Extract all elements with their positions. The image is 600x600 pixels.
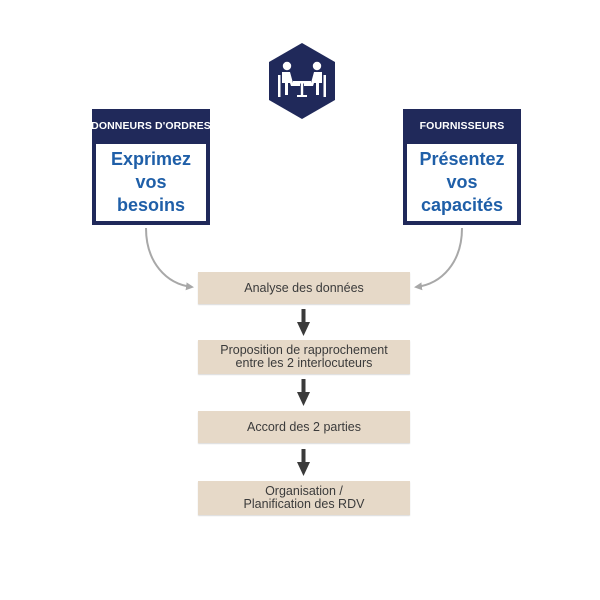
- step-analyse-label: Analyse des données: [244, 280, 364, 295]
- donneurs-header: DONNEURS D'ORDRES: [91, 120, 211, 132]
- left-curved-connector: [145, 227, 194, 291]
- fournisseurs-body-text: Présentez vos capacités: [419, 149, 505, 215]
- step-analyse: Analyse des données: [198, 272, 410, 304]
- donneurs-body-text: Exprimez vos besoins: [110, 149, 192, 215]
- step-proposition: Proposition de rapprochement entre les 2…: [198, 340, 410, 374]
- fournisseurs-card: FOURNISSEURS Présentez vos capacités: [403, 109, 521, 225]
- meeting-icon-badge: [267, 41, 337, 121]
- step-organisation: Organisation / Planification des RDV: [198, 481, 410, 515]
- down-arrow-1: [297, 309, 310, 336]
- meeting-table-icon: [269, 43, 335, 119]
- step-accord-label: Accord des 2 parties: [247, 419, 361, 434]
- down-arrow-3: [297, 449, 310, 476]
- step-accord: Accord des 2 parties: [198, 411, 410, 443]
- fournisseurs-header: FOURNISSEURS: [419, 120, 505, 132]
- step-proposition-label: Proposition de rapprochement entre les 2…: [220, 343, 388, 370]
- down-arrow-2: [297, 379, 310, 406]
- donneurs-card: DONNEURS D'ORDRES Exprimez vos besoins: [91, 109, 211, 225]
- donneurs-body: Exprimez vos besoins: [96, 144, 206, 221]
- fournisseurs-body: Présentez vos capacités: [407, 144, 517, 221]
- step-organisation-label: Organisation / Planification des RDV: [243, 484, 365, 511]
- right-curved-connector: [414, 227, 463, 291]
